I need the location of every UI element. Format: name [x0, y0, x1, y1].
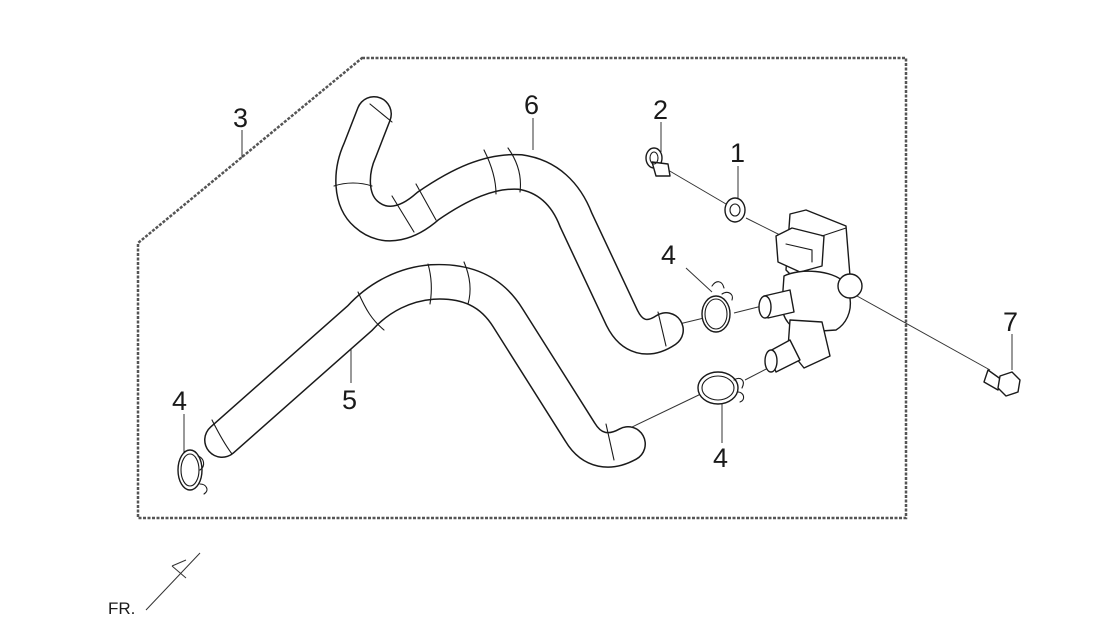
kit-boundary — [136, 56, 908, 520]
callout-2: 2 — [653, 95, 668, 125]
bolt-part — [983, 369, 1021, 397]
air-valve — [758, 209, 863, 373]
leader-lines — [183, 118, 1013, 452]
upper-hose — [333, 96, 684, 355]
callout-4-left: 4 — [172, 386, 187, 416]
callout-5: 5 — [342, 385, 357, 415]
o-ring — [724, 197, 746, 223]
callout-1: 1 — [730, 138, 745, 168]
front-marker-label: FR. — [108, 599, 135, 618]
lower-hose — [204, 261, 646, 468]
callout-4-mid: 4 — [661, 240, 676, 270]
callout-4-low: 4 — [713, 443, 728, 473]
callout-6: 6 — [524, 90, 539, 120]
front-arrow-icon — [145, 552, 201, 611]
callout-7: 7 — [1003, 307, 1018, 337]
cap-part — [645, 147, 671, 177]
hose-clamps — [177, 281, 745, 495]
callout-3: 3 — [233, 103, 248, 133]
